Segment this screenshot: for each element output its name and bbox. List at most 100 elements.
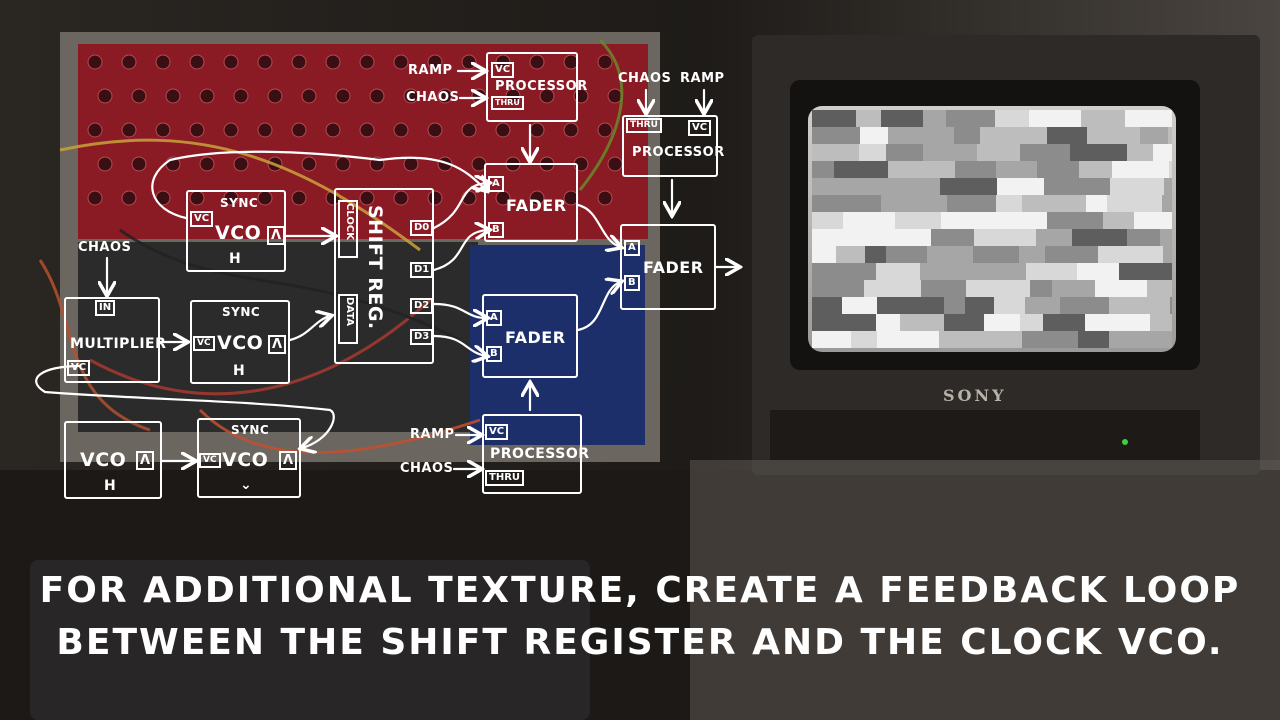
glitch-block	[980, 127, 1047, 144]
glitch-block	[812, 212, 843, 229]
rack-knob	[131, 88, 147, 104]
rack-knob	[97, 156, 113, 172]
glitch-block	[931, 229, 974, 246]
glitch-block	[1162, 195, 1172, 212]
fader-mid-module	[482, 294, 578, 378]
fader-right-a-port: A	[624, 240, 640, 256]
fader-right-module	[620, 224, 716, 310]
multiplier-in-port: IN	[95, 300, 116, 316]
fader-right-b-port: B	[624, 275, 640, 291]
multiplier-title: MULTIPLIER	[70, 336, 167, 352]
glitch-block	[974, 229, 994, 246]
glitch-block	[955, 161, 996, 178]
vco-sync-bottom-range: ⌄	[240, 477, 253, 493]
glitch-block	[888, 161, 955, 178]
glitch-block	[851, 331, 877, 348]
glitch-block	[812, 144, 859, 161]
glitch-block	[812, 280, 864, 297]
rack-knob	[369, 88, 385, 104]
vco-bottom-left-wave-port: Λ	[136, 451, 155, 470]
glitch-block	[1087, 127, 1140, 144]
glitch-block	[921, 280, 966, 297]
glitch-block	[812, 178, 874, 195]
vco-sync-mid-module	[190, 300, 290, 384]
vco-sync-mid-sync-label: SYNC	[222, 305, 261, 319]
fader-top-title: FADER	[506, 196, 567, 215]
glitch-block	[1080, 212, 1103, 229]
rack-knob	[597, 122, 613, 138]
monitor-control-strip	[770, 410, 1200, 460]
rack-knob	[335, 88, 351, 104]
glitch-block	[994, 229, 1036, 246]
rack-knob	[291, 122, 307, 138]
glitch-block	[1060, 297, 1109, 314]
rack-knob	[563, 54, 579, 70]
glitch-block	[1079, 161, 1112, 178]
glitch-block	[1022, 331, 1078, 348]
vco-sync-bottom-title: VCO	[222, 449, 269, 471]
glitch-block	[1112, 161, 1169, 178]
glitch-block	[888, 127, 954, 144]
processor-right-ramp-label: RAMP	[680, 71, 725, 86]
processor-right-module	[622, 115, 718, 177]
glitch-block	[1150, 314, 1172, 331]
glitch-block	[940, 178, 997, 195]
processor-bottom-ramp-label: RAMP	[410, 427, 455, 442]
rack-knob	[199, 156, 215, 172]
vco-sync-bottom-wave-port: Λ	[279, 451, 298, 470]
caption-line-2: BETWEEN THE SHIFT REGISTER AND THE CLOCK…	[56, 622, 1224, 663]
glitch-block	[973, 246, 1019, 263]
fader-mid-a-port: A	[486, 310, 502, 326]
glitch-block	[1029, 110, 1081, 127]
glitch-block	[877, 297, 944, 314]
rack-knob	[301, 156, 317, 172]
diagram-wires	[35, 71, 738, 469]
rack-knob	[427, 54, 443, 70]
glitch-block	[834, 161, 888, 178]
glitch-block	[895, 212, 941, 229]
rack-knob	[87, 190, 103, 206]
glitch-block	[891, 229, 931, 246]
processor-bottom-vc-port: VC	[485, 424, 509, 440]
glitch-block	[1085, 314, 1150, 331]
glitch-block	[1019, 246, 1045, 263]
rack-knob	[291, 54, 307, 70]
glitch-block	[856, 110, 881, 127]
rack-knob	[233, 88, 249, 104]
rack-knob	[97, 88, 113, 104]
glitch-block	[812, 246, 836, 263]
glitch-block	[1170, 297, 1172, 314]
glitch-block	[1026, 263, 1077, 280]
glitch-block	[1110, 178, 1164, 195]
glitch-block	[1127, 144, 1153, 161]
glitch-block	[944, 314, 984, 331]
glitch-block	[977, 144, 1020, 161]
rack-knob	[359, 190, 375, 206]
processor-top-ramp-label: RAMP	[408, 63, 453, 78]
glitch-block	[1125, 110, 1172, 127]
glitch-block	[985, 331, 1022, 348]
glitch-block	[900, 314, 944, 331]
glitch-block	[939, 331, 985, 348]
vco-sync-mid-title: VCO	[217, 332, 264, 354]
fader-top-module	[484, 163, 578, 242]
rack-knob	[529, 54, 545, 70]
glitch-block	[1169, 161, 1172, 178]
rack-knob	[607, 156, 623, 172]
rack-knob	[495, 122, 511, 138]
rack-knob	[233, 156, 249, 172]
rack-knob	[563, 190, 579, 206]
glitch-block	[842, 297, 877, 314]
processor-top-title: PROCESSOR	[495, 79, 588, 94]
processor-bottom-thru-port: THRU	[485, 470, 525, 486]
glitch-block	[1168, 127, 1172, 144]
vco-sync-mid-wave-port: Λ	[268, 335, 287, 354]
vco-sync-top-wave-port: Λ	[267, 226, 286, 245]
rack-knob	[121, 54, 137, 70]
foreground-synth	[30, 560, 590, 720]
caption-line-1: FOR ADDITIONAL TEXTURE, CREATE A FEEDBAC…	[39, 570, 1241, 611]
glitch-block	[979, 263, 1026, 280]
rack-knob	[121, 190, 137, 206]
rack-knob	[403, 156, 419, 172]
glitch-block	[997, 178, 1044, 195]
